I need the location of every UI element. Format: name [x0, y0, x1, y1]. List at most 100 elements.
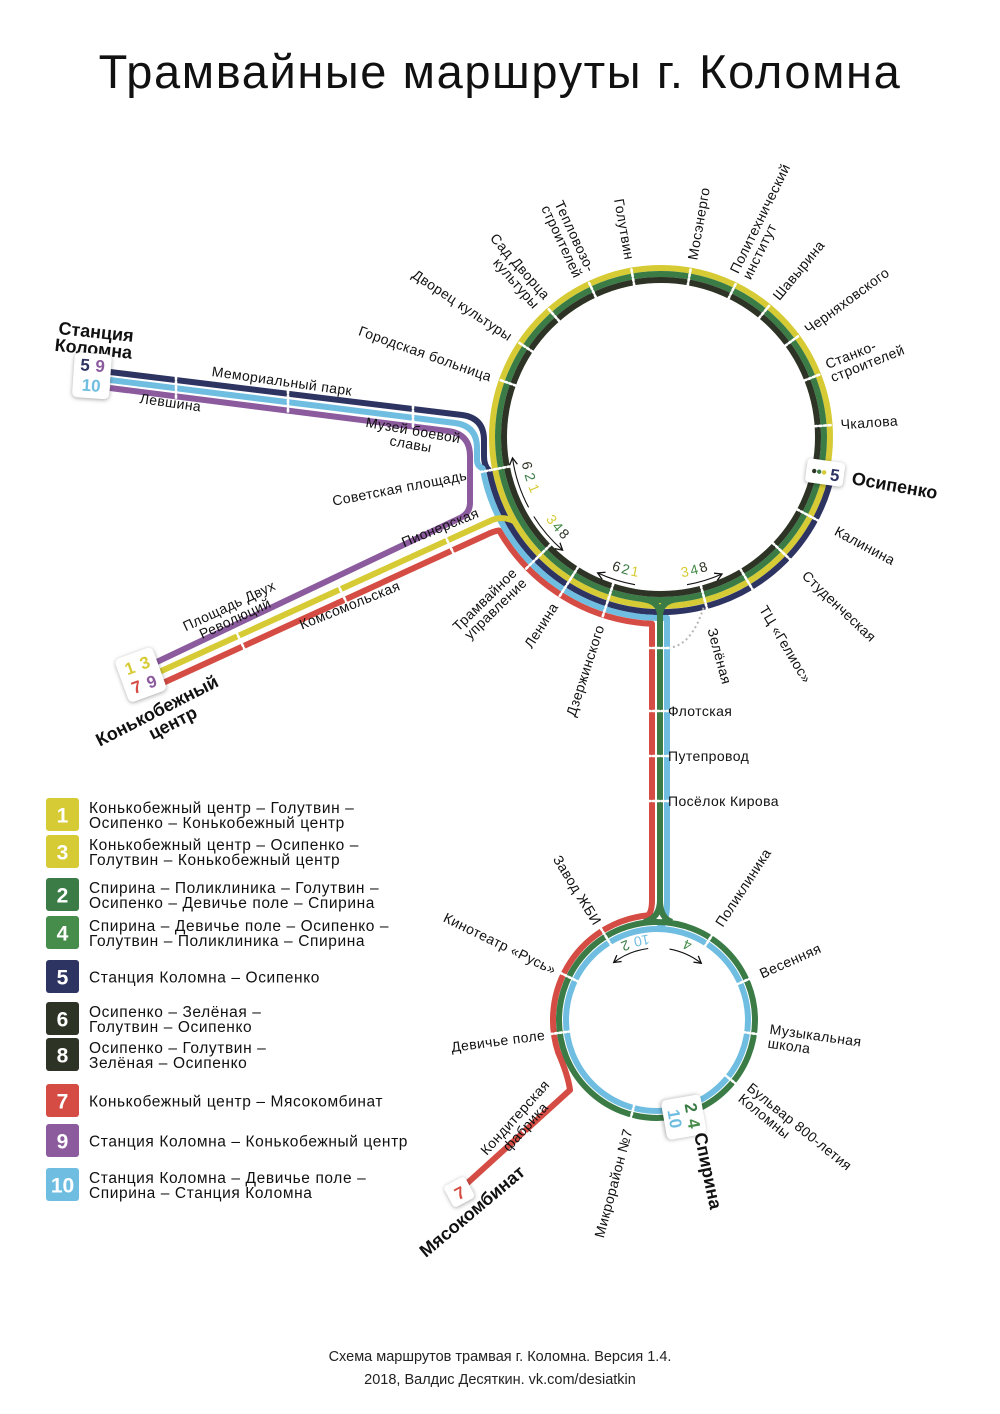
red-branch-station-0[interactable]: Кондитерскаяфабрика: [477, 1077, 563, 1168]
station-label-line: Шавырина: [769, 237, 827, 303]
station-marker: [549, 1030, 573, 1036]
route-number: 8: [57, 1045, 69, 1068]
station-marker: [546, 306, 561, 323]
station-label-line: Микрорайон №7: [591, 1127, 635, 1239]
route-color-swatch: [46, 1124, 79, 1157]
direction-route-number: 10: [632, 931, 651, 950]
direction-route-number: 6: [519, 460, 536, 471]
terminal-name: Спирина: [690, 1131, 726, 1212]
station-marker: [473, 465, 512, 475]
top-ring-station-16[interactable]: Ленина: [521, 600, 562, 651]
station-marker: [703, 933, 714, 949]
top-ring-station-0[interactable]: Городская больница: [357, 323, 494, 385]
direction-route-number: 2: [619, 937, 633, 955]
bottom-ring-station-1[interactable]: Поликлиника: [712, 845, 774, 929]
bottom-ring-station-0[interactable]: Завод ЖБИ: [550, 852, 605, 928]
bottom-ring-station-4[interactable]: Девичье поле: [450, 1027, 546, 1055]
left-line-station-0[interactable]: Левшина: [139, 390, 202, 414]
bottom-ring-station-2[interactable]: Кинотеатр «Русь»: [441, 909, 559, 977]
station-marker: [686, 266, 693, 287]
terminal-konkobezhny[interactable]: 1 3 7 9 Конькобежный центр: [93, 646, 235, 766]
route-badge: 5: [805, 458, 846, 487]
route-badge: 1 3 7 9: [115, 647, 166, 702]
station-marker: [599, 927, 613, 948]
station-label-line: Завод ЖБИ: [550, 852, 605, 928]
route-description: Голутвин – Поликлиника – Спирина: [89, 933, 365, 950]
top-ring-station-15[interactable]: Дзержинского: [563, 623, 608, 718]
top-ring-station-18[interactable]: Советская площадь: [331, 467, 468, 509]
page-title: Трамвайные маршруты г. Коломна: [99, 45, 902, 98]
station-marker: [757, 302, 772, 320]
route-10-line: [109, 377, 670, 932]
bottom-ring-station-3[interactable]: Весенняя: [757, 940, 824, 981]
terminal-name: Осипенко: [850, 468, 939, 503]
route-1-3-ring: [489, 265, 833, 609]
route-color-swatch: [46, 835, 79, 868]
top-ring-station-1[interactable]: Дворец культуры: [410, 266, 516, 344]
route-description: Осипенко – Девичье поле – Спирина: [89, 895, 375, 912]
bottom-ring-station-7[interactable]: Микрорайон №7: [591, 1127, 635, 1239]
trunk-station-2[interactable]: Посёлок Кирова: [668, 793, 779, 809]
top-ring-station-10[interactable]: Чкалова: [840, 412, 899, 432]
route-description: Станция Коломна – Осипенко: [89, 970, 320, 987]
route-description: Зелёная – Осипенко: [89, 1055, 247, 1072]
top-ring-station-3[interactable]: Тепловозо-строителей: [538, 197, 598, 281]
top-ring-station-8[interactable]: Черняховского: [801, 264, 892, 337]
top-ring-station-13[interactable]: ТЦ «Гелиос»: [756, 603, 815, 686]
route-description: Станция Коломна – Конькобежный центр: [89, 1134, 408, 1151]
top-ring-station-17[interactable]: Трамвайноеуправление: [449, 565, 529, 645]
route-2-4-bottom-ring: [556, 919, 758, 1121]
top-ring-station-11[interactable]: Калинина: [832, 523, 898, 568]
trunk-station-1[interactable]: Путепровод: [668, 748, 749, 764]
route-number: 6: [57, 1009, 69, 1032]
station-marker: [813, 423, 834, 428]
station-label-line: ТЦ «Гелиос»: [756, 603, 815, 686]
station-label-line: Кинотеатр «Русь»: [441, 909, 559, 977]
route-number: 7: [57, 1091, 69, 1114]
route-description: Осипенко – Голутвин –: [89, 1040, 266, 1057]
station-label-line: Городская больница: [357, 323, 494, 385]
direction-route-number: 1: [525, 482, 543, 495]
station-marker: [771, 541, 801, 570]
route-number: 10: [51, 1175, 74, 1198]
station-marker: [727, 281, 738, 300]
svg-text:10: 10: [81, 376, 101, 396]
top-ring-station-12[interactable]: Студенческая: [799, 567, 879, 644]
route-number: 3: [57, 842, 69, 865]
top-ring-station-7[interactable]: Шавырина: [769, 237, 827, 303]
bottom-ring-station-5[interactable]: Музыкальнаяшкола: [767, 1021, 863, 1064]
route-color-swatch: [46, 1168, 79, 1201]
route-10-bottom-ring: [563, 926, 751, 1114]
trunk-station-0[interactable]: Флотская: [668, 703, 732, 719]
top-ring-station-5[interactable]: Мосэнерго: [684, 186, 713, 261]
station-marker: [336, 582, 349, 605]
station-label-line: Студенческая: [799, 567, 879, 644]
terminal-spirina[interactable]: 2 4 10 Спирина: [661, 1094, 726, 1212]
station-label-line: Девичье поле: [450, 1027, 546, 1055]
route-description: Станция Коломна – Девичье поле –: [89, 1170, 366, 1187]
route-lines: [109, 265, 836, 1191]
top-ring-station-14[interactable]: Зелёная: [704, 626, 734, 686]
top-ring-station-4[interactable]: Голутвин: [611, 197, 638, 261]
route-description: Осипенко – Конькобежный центр: [89, 815, 345, 832]
station-marker: [629, 266, 636, 287]
station-label-line: славы: [388, 432, 433, 455]
station-marker: [559, 971, 581, 984]
bottom-ring-station-6[interactable]: Бульвар 800-летияКоломны: [735, 1079, 855, 1184]
route-5-line: [109, 369, 836, 616]
direction-route-number: 2: [620, 560, 632, 578]
station-marker: [795, 507, 831, 528]
route-number: 5: [57, 967, 69, 990]
station-label-line: Поликлиника: [712, 845, 774, 929]
station-marker: [523, 543, 553, 571]
station-label-line: Ленина: [521, 600, 562, 651]
top-ring-station-9[interactable]: Станко-строителей: [823, 328, 907, 385]
top-ring-station-2[interactable]: Сад Дворцакультуры: [477, 230, 554, 312]
direction-arrow-icon: [533, 516, 564, 552]
station-marker: [802, 372, 823, 382]
svg-text:5: 5: [829, 465, 841, 485]
station-marker: [735, 977, 751, 986]
